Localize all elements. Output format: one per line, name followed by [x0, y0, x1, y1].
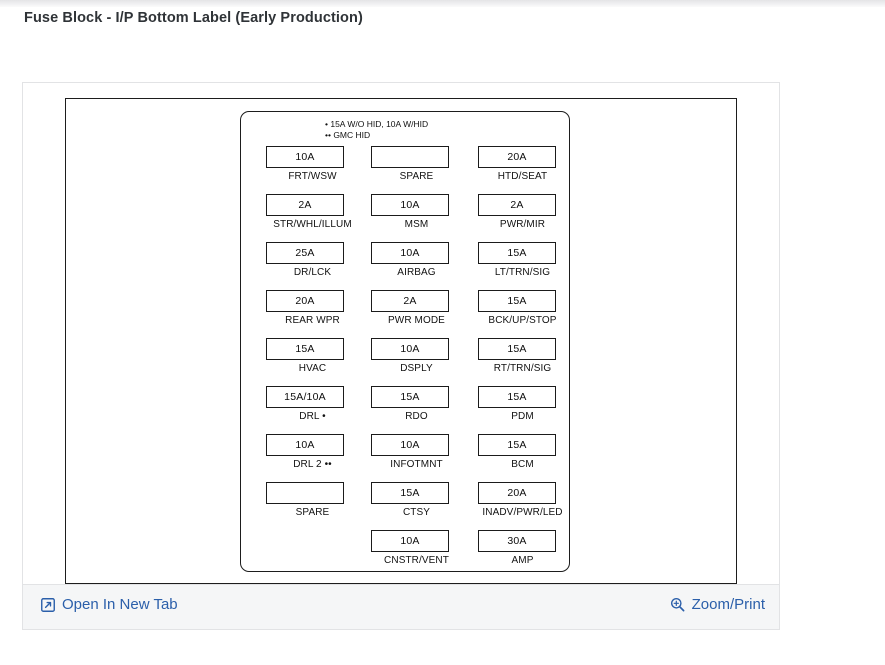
open-in-new-tab-label: Open In New Tab	[62, 596, 178, 613]
diagram-viewer-panel: • 15A W/O HID, 10A W/HID •• GMC HID 10A …	[22, 82, 780, 630]
fuse-circuit-label: MSM	[404, 219, 429, 230]
magnifier-plus-icon	[670, 597, 685, 612]
fuse-cell: 2A STR/WHL/ILLUM	[255, 194, 359, 242]
fuse-amp-box: 15A	[478, 434, 556, 456]
fuse-amp-box: 15A	[478, 242, 556, 264]
fuse-cell: 15A/10A DRL •	[255, 386, 359, 434]
fuse-circuit-label: DRL •	[299, 411, 326, 422]
fuse-cell-empty: SPARE	[358, 146, 462, 194]
zoom-print-label: Zoom/Print	[691, 596, 765, 613]
fuse-cell: 10A FRT/WSW	[255, 146, 359, 194]
fuse-circuit-label: PWR/MIR	[499, 219, 546, 230]
fuse-circuit-label: CTSY	[402, 507, 431, 518]
fuse-circuit-label: RT/TRN/SIG	[493, 363, 552, 374]
fuse-amp-box: 15A	[371, 386, 449, 408]
fuse-amp-box	[371, 146, 449, 168]
fuse-circuit-label: PDM	[511, 411, 534, 422]
fuse-amp-box: 2A	[478, 194, 556, 216]
fuse-circuit-label: INADV/PWR/LED	[482, 507, 563, 518]
fuse-circuit-label: STR/WHL/ILLUM	[273, 219, 352, 230]
fuse-amp-box: 20A	[478, 482, 556, 504]
fuse-cell: 30A AMP	[463, 530, 567, 578]
fuse-circuit-label: PWR MODE	[388, 315, 445, 326]
fuse-cell: 10A INFOTMNT	[358, 434, 462, 482]
fuse-amp-box: 2A	[371, 290, 449, 312]
fuse-circuit-label: DR/LCK	[293, 267, 332, 278]
fuse-cell: 15A CTSY	[358, 482, 462, 530]
fuse-circuit-label: SPARE	[399, 171, 434, 182]
fuse-circuit-label: AIRBAG	[397, 267, 436, 278]
fuse-circuit-label: HVAC	[298, 363, 327, 374]
fuse-cell: 2A PWR MODE	[358, 290, 462, 338]
fuse-circuit-label: AMP	[511, 555, 534, 566]
fuse-circuit-label: FRT/WSW	[288, 171, 337, 182]
fuse-circuit-label: LT/TRN/SIG	[494, 267, 551, 278]
fuse-column-2: SPARE 10A MSM 10A AIRBAG 2A PWR MODE 10A…	[358, 146, 462, 578]
diagram-action-bar: Open In New Tab Zoom/Print	[23, 584, 779, 629]
fuse-circuit-label: HTD/SEAT	[497, 171, 548, 182]
fuse-cell: 25A DR/LCK	[255, 242, 359, 290]
fuse-amp-box: 10A	[371, 530, 449, 552]
fuse-amp-box: 15A/10A	[266, 386, 344, 408]
fuse-amp-box: 15A	[266, 338, 344, 360]
fuse-cell: 20A INADV/PWR/LED	[463, 482, 567, 530]
fuse-amp-box: 15A	[371, 482, 449, 504]
fuse-cell: 15A BCK/UP/STOP	[463, 290, 567, 338]
zoom-print-link[interactable]: Zoom/Print	[670, 596, 765, 613]
fuse-cell: 20A HTD/SEAT	[463, 146, 567, 194]
fuse-cell: 15A RDO	[358, 386, 462, 434]
fuse-cell: 10A DSPLY	[358, 338, 462, 386]
fuse-circuit-label: SPARE	[295, 507, 330, 518]
fuse-cell: 10A AIRBAG	[358, 242, 462, 290]
fuse-circuit-label: BCM	[511, 459, 534, 470]
fuse-amp-box: 10A	[371, 194, 449, 216]
fuse-cell: 15A RT/TRN/SIG	[463, 338, 567, 386]
fuse-cell: 15A PDM	[463, 386, 567, 434]
external-link-icon	[41, 597, 55, 612]
open-in-new-tab-link[interactable]: Open In New Tab	[41, 596, 178, 613]
fuse-block-outline: • 15A W/O HID, 10A W/HID •• GMC HID 10A …	[240, 111, 570, 572]
fuse-amp-box: 10A	[371, 242, 449, 264]
fuse-column-3: 20A HTD/SEAT 2A PWR/MIR 15A LT/TRN/SIG 1…	[463, 146, 567, 578]
fuse-circuit-label: REAR WPR	[285, 315, 340, 326]
page-title: Fuse Block - I/P Bottom Label (Early Pro…	[24, 10, 363, 26]
fuse-circuit-label: DRL 2 ••	[293, 459, 332, 470]
fuse-column-1: 10A FRT/WSW 2A STR/WHL/ILLUM 25A DR/LCK …	[255, 146, 359, 530]
fuse-cell: 2A PWR/MIR	[463, 194, 567, 242]
fuse-amp-box: 2A	[266, 194, 344, 216]
fuse-cell: 10A CNSTR/VENT	[358, 530, 462, 578]
fuse-amp-box	[266, 482, 344, 504]
fuse-cell: 15A BCM	[463, 434, 567, 482]
diagram-frame: • 15A W/O HID, 10A W/HID •• GMC HID 10A …	[65, 98, 737, 584]
fuse-amp-box: 20A	[478, 146, 556, 168]
fuse-legend: • 15A W/O HID, 10A W/HID •• GMC HID	[325, 119, 555, 141]
fuse-cell: 10A DRL 2 ••	[255, 434, 359, 482]
fuse-amp-box: 15A	[478, 386, 556, 408]
fuse-circuit-label: RDO	[405, 411, 428, 422]
fuse-amp-box: 10A	[266, 146, 344, 168]
fuse-circuit-label: BCK/UP/STOP	[488, 315, 557, 326]
fuse-cell: 15A HVAC	[255, 338, 359, 386]
fuse-cell-empty: SPARE	[255, 482, 359, 530]
fuse-amp-box: 25A	[266, 242, 344, 264]
fuse-amp-box: 20A	[266, 290, 344, 312]
legend-line-2: •• GMC HID	[325, 130, 371, 140]
fuse-cell: 10A MSM	[358, 194, 462, 242]
fuse-amp-box: 10A	[371, 338, 449, 360]
fuse-circuit-label: DSPLY	[400, 363, 433, 374]
fuse-amp-box: 15A	[478, 338, 556, 360]
fuse-amp-box: 10A	[371, 434, 449, 456]
legend-line-1: • 15A W/O HID, 10A W/HID	[325, 119, 429, 129]
fuse-circuit-label: INFOTMNT	[390, 459, 443, 470]
fuse-amp-box: 10A	[266, 434, 344, 456]
fuse-cell: 15A LT/TRN/SIG	[463, 242, 567, 290]
fuse-amp-box: 15A	[478, 290, 556, 312]
fuse-circuit-label: CNSTR/VENT	[384, 555, 449, 566]
fuse-cell: 20A REAR WPR	[255, 290, 359, 338]
fuse-amp-box: 30A	[478, 530, 556, 552]
browser-top-strip	[0, 0, 885, 7]
